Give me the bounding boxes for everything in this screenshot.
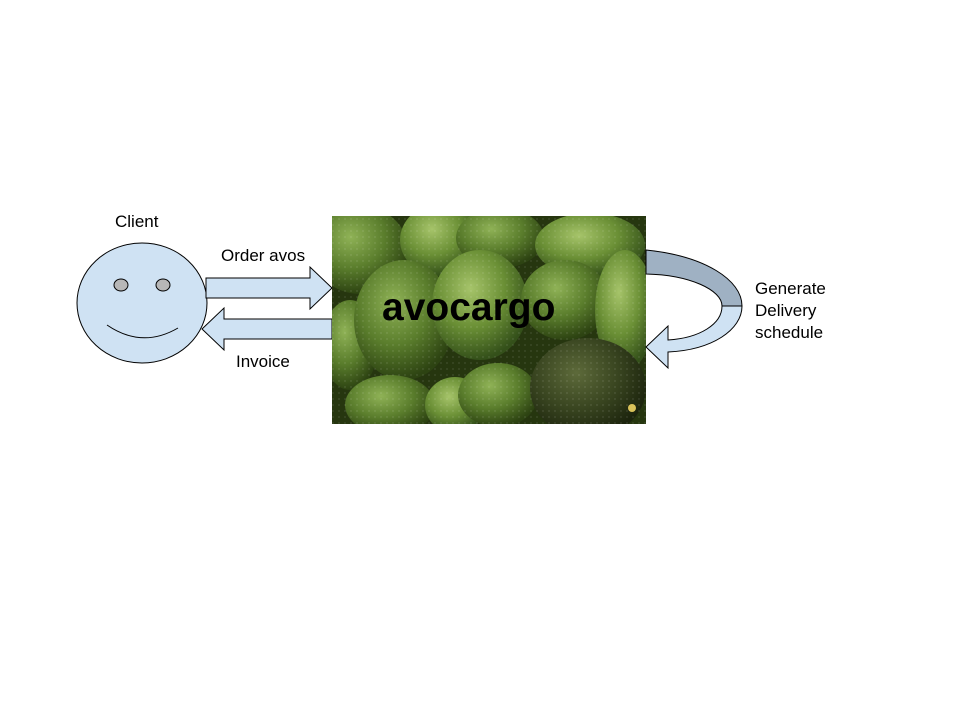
loop-arrow (645, 249, 743, 370)
avocargo-title: avocargo (382, 286, 556, 329)
order-label: Order avos (221, 246, 306, 265)
generate-line-1: Generate (755, 279, 826, 298)
generate-delivery-label: Generate Delivery schedule (755, 278, 826, 344)
generate-line-3: schedule (755, 323, 824, 342)
invoice-arrow (201, 306, 333, 352)
smiley-face-icon (76, 242, 208, 364)
generate-line-2: Delivery (755, 301, 817, 320)
invoice-label: Invoice (236, 352, 290, 371)
avocado-photo (332, 216, 646, 424)
client-label: Client (115, 212, 159, 231)
order-arrow (205, 265, 333, 311)
